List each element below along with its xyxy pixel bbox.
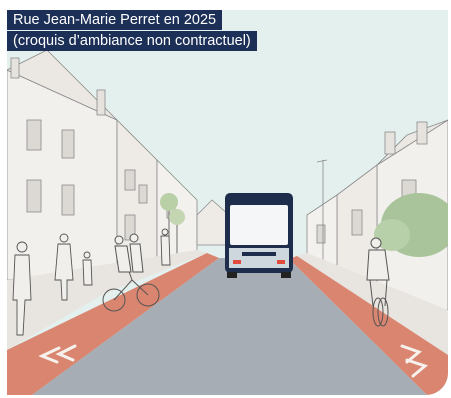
cyclist-icon	[102, 233, 160, 312]
street-illustration	[7, 10, 448, 395]
caption-subtitle: (croquis d’ambiance non contractuel)	[7, 31, 257, 51]
bike-lane-arrow-icon	[400, 344, 429, 378]
bus-icon	[225, 193, 293, 278]
street-sketch	[7, 10, 448, 395]
trees	[160, 193, 185, 255]
cyclist-icon	[366, 237, 390, 327]
pedestrian-icon	[12, 228, 171, 336]
left-bike-lane	[7, 253, 219, 395]
caption-title: Rue Jean-Marie Perret en 2025	[7, 10, 223, 30]
bike-lane-arrow-icon	[38, 344, 77, 364]
roadway	[32, 258, 427, 395]
